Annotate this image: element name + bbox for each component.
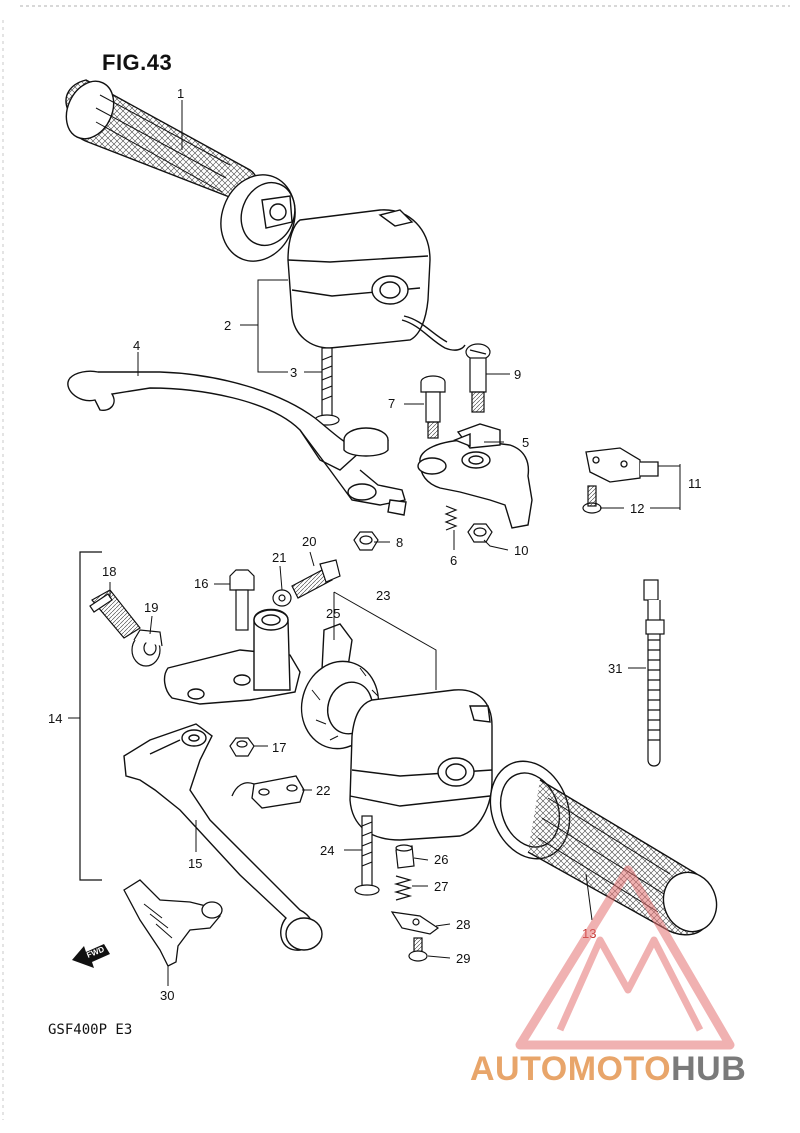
pin-part-26 [395,844,415,869]
group-bracket-part-14 [79,551,102,881]
callout-1: 1 [177,86,184,101]
screw-part-24 [354,815,380,896]
callout-4: 4 [133,338,140,353]
spring-part-27 [393,875,413,901]
nut-part-17 [229,737,255,757]
bolt-part-16 [229,569,255,631]
callout-8: 8 [396,535,403,550]
callout-20: 20 [302,534,316,549]
callout-9: 9 [514,367,521,382]
screw-part-12 [582,485,602,514]
callout-25: 25 [326,606,340,621]
locknut-part-19 [131,629,163,667]
screw-part-29 [408,937,428,962]
callout-6: 6 [450,553,457,568]
leader-lines [68,100,681,986]
callout-11: 11 [688,476,702,491]
callout-28: 28 [456,917,470,932]
callout-31: 31 [608,661,622,676]
callout-17: 17 [272,740,286,755]
lever-part-4 [67,370,407,516]
callout-10: 10 [514,543,528,558]
screw-part-20 [291,559,341,599]
callout-24: 24 [320,843,334,858]
callout-27: 27 [434,879,448,894]
adjuster-part-18 [89,589,141,639]
watermark-part-hub: HUB [671,1050,747,1088]
fwd-arrow-icon: FWD [72,944,110,968]
callout-3: 3 [290,365,297,380]
callout-14: 14 [48,711,62,726]
left-switch-housing-part-2 [287,209,466,351]
nut-part-10 [467,523,493,543]
callout-18: 18 [102,564,116,579]
contact-part-28 [390,911,440,935]
callout-21: 21 [272,550,286,565]
watermark-part-moto: MOTO [567,1050,672,1088]
callout-22: 22 [316,783,330,798]
right-grip-part-13 [489,760,718,936]
washer-part-21 [272,589,292,607]
screw-part-3 [314,347,340,426]
right-switch-housing-part-23 [349,689,493,841]
model-code: GSF400P E3 [48,1022,133,1038]
callout-26: 26 [434,852,448,867]
left-grip-part-1 [65,79,296,262]
lever-part-15 [123,723,323,951]
callout-labels: 1 2 3 4 5 6 7 8 9 10 11 12 13 14 15 16 1… [48,86,702,1003]
cable-tie-part-31 [643,579,665,767]
figure-title: FIG.43 [102,50,173,75]
spring-part-6 [444,505,458,531]
watermark-text: AUTOMOTOHUB [470,1050,746,1089]
nut-part-8 [353,531,379,551]
callout-19: 19 [144,600,158,615]
callout-2: 2 [224,318,231,333]
bolt-part-7 [420,375,446,439]
bracket-part-5 [417,423,533,529]
watermark-logo [515,865,735,1050]
callout-7: 7 [388,396,395,411]
switch-part-22 [231,775,305,809]
callout-5: 5 [522,435,529,450]
bolt-part-9 [465,343,491,413]
switch-part-11 [585,447,659,483]
callout-16: 16 [194,576,208,591]
callout-29: 29 [456,951,470,966]
callout-30: 30 [160,988,174,1003]
lever-holder-part-14 [163,608,301,705]
callout-23: 23 [376,588,390,603]
callout-12: 12 [630,501,644,516]
watermark-part-auto: AUTO [470,1050,568,1088]
switch-part-30 [123,879,223,967]
callout-15: 15 [188,856,202,871]
